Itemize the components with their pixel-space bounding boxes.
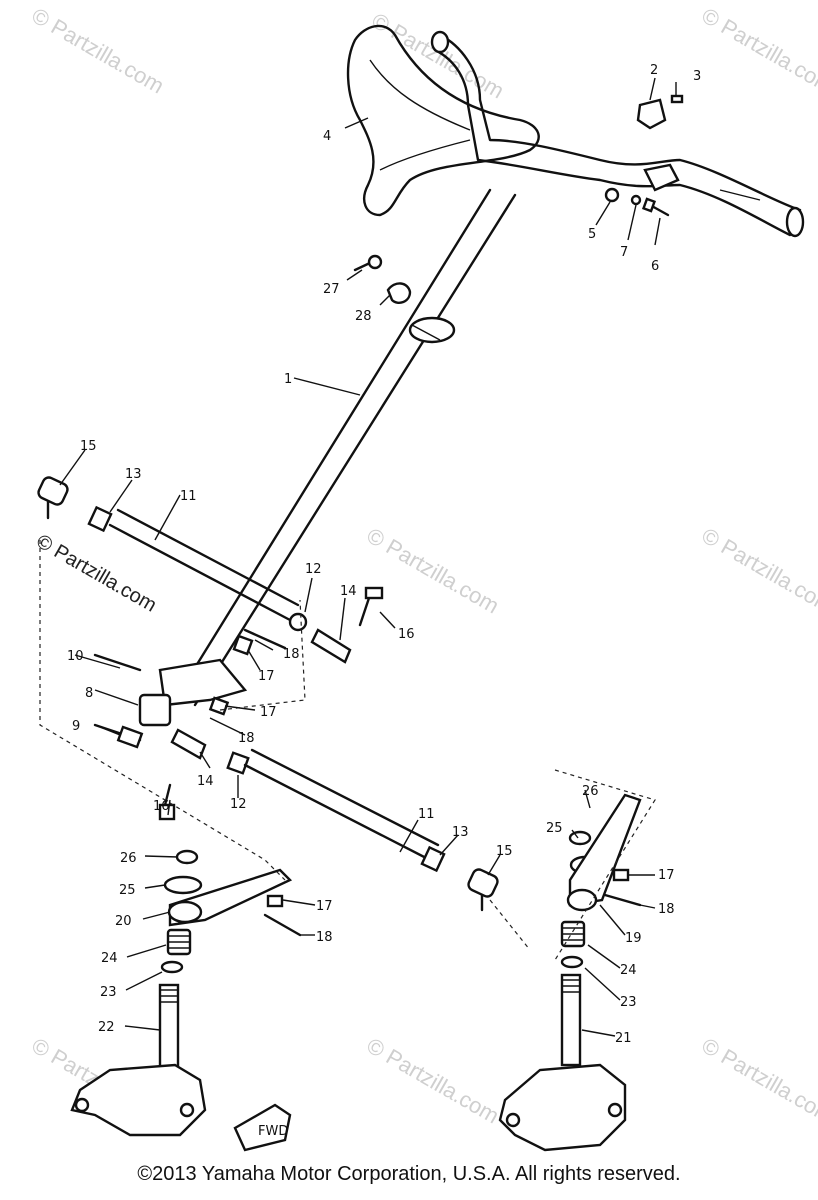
fwd-arrow: FWD	[233, 1103, 292, 1152]
clip-parts	[353, 254, 412, 304]
assembly-lines	[39, 540, 656, 961]
watermark: © Partzilla.com	[363, 1033, 504, 1129]
callout-24: 24	[101, 951, 118, 966]
callout-23: 23	[100, 985, 117, 1000]
callout-18: 18	[283, 647, 300, 662]
callout-9: 9	[72, 719, 80, 734]
callout-23: 23	[620, 995, 637, 1010]
callout-26: 26	[120, 851, 137, 866]
callout-21: 21	[615, 1031, 632, 1046]
callout-5: 5	[588, 227, 596, 242]
watermark: © Partzilla.com	[363, 523, 504, 619]
callout-11: 11	[180, 489, 197, 504]
callout-17: 17	[658, 868, 675, 883]
watermark: © Partzilla.com	[698, 1033, 818, 1129]
callout-11: 11	[418, 807, 435, 822]
callout-28: 28	[355, 309, 372, 324]
callout-20: 20	[115, 914, 132, 929]
callout-18: 18	[238, 731, 255, 746]
callout-14: 14	[340, 584, 357, 599]
steering-column	[173, 188, 517, 707]
fwd-label: FWD	[258, 1124, 288, 1139]
watermark: © Partzilla.com	[368, 8, 509, 104]
handlebar-pad	[346, 24, 540, 217]
callout-12: 12	[230, 797, 247, 812]
callout-18: 18	[316, 930, 333, 945]
callout-7: 7	[620, 245, 628, 260]
callout-16: 16	[153, 799, 170, 814]
spindle-right	[498, 920, 627, 1152]
copyright-footer: ©2013 Yamaha Motor Corporation, U.S.A. A…	[137, 1163, 681, 1185]
spindle-left	[70, 928, 207, 1137]
callout-3: 3	[693, 69, 701, 84]
callout-1: 1	[284, 372, 292, 387]
watermark: © Partzilla.com	[28, 3, 169, 99]
knuckle-arm-right	[566, 793, 642, 912]
callout-13: 13	[125, 467, 142, 482]
callout-8: 8	[85, 686, 93, 701]
callout-2: 2	[650, 63, 658, 78]
callout-12: 12	[305, 562, 322, 577]
watermark-dark: © Partzilla.com	[33, 530, 161, 616]
watermark: © Partzilla.com	[698, 523, 818, 619]
callout-10: 10	[67, 649, 84, 664]
callout-6: 6	[651, 259, 659, 274]
callout-24: 24	[620, 963, 637, 978]
tie-rod-lower	[243, 748, 499, 912]
callout-15: 15	[80, 439, 97, 454]
knuckle-arm-left	[163, 849, 302, 937]
steering-parts-diagram: © Partzilla.com © Partzilla.com © Partzi…	[28, 3, 818, 1152]
callout-14: 14	[197, 774, 214, 789]
callouts: 4 2 3 5 7 6 27 28 1 15 13 11 12 14 16 18…	[67, 63, 701, 1046]
handlebar	[430, 30, 805, 238]
callout-17: 17	[260, 705, 277, 720]
callout-15: 15	[496, 844, 513, 859]
callout-16: 16	[398, 627, 415, 642]
callout-26: 26	[582, 784, 599, 799]
leader-lines	[59, 77, 677, 1037]
tie-rod-upper	[37, 476, 308, 632]
callout-4: 4	[323, 129, 331, 144]
callout-25: 25	[119, 883, 136, 898]
watermarks: © Partzilla.com © Partzilla.com © Partzi…	[28, 3, 818, 1129]
callout-18: 18	[658, 902, 675, 917]
pitman-arm	[93, 653, 248, 749]
clamp-bolts	[604, 187, 670, 217]
watermark: © Partzilla.com	[698, 3, 818, 99]
callout-25: 25	[546, 821, 563, 836]
callout-19: 19	[625, 931, 642, 946]
callout-27: 27	[323, 282, 340, 297]
callout-22: 22	[98, 1020, 115, 1035]
callout-17: 17	[316, 899, 333, 914]
callout-17: 17	[258, 669, 275, 684]
lever-grip	[636, 94, 684, 192]
callout-13: 13	[452, 825, 469, 840]
